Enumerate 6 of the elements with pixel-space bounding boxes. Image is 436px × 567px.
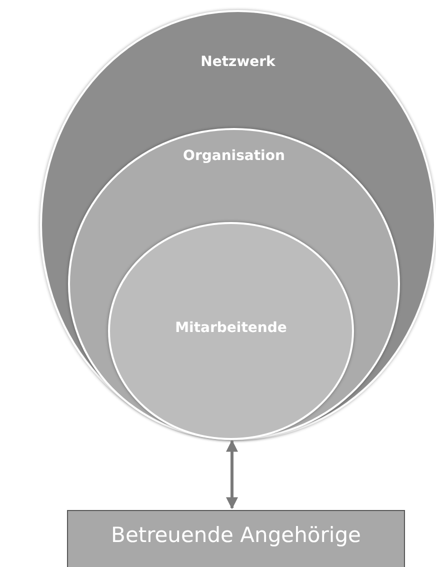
double-arrow — [226, 440, 238, 510]
circle-label: Mitarbeitende — [175, 320, 287, 336]
group-box — [67, 510, 405, 567]
circle-label: Netzwerk — [200, 54, 276, 70]
circle-label: Organisation — [183, 148, 285, 164]
box-label: Betreuende Angehörige — [111, 523, 361, 547]
